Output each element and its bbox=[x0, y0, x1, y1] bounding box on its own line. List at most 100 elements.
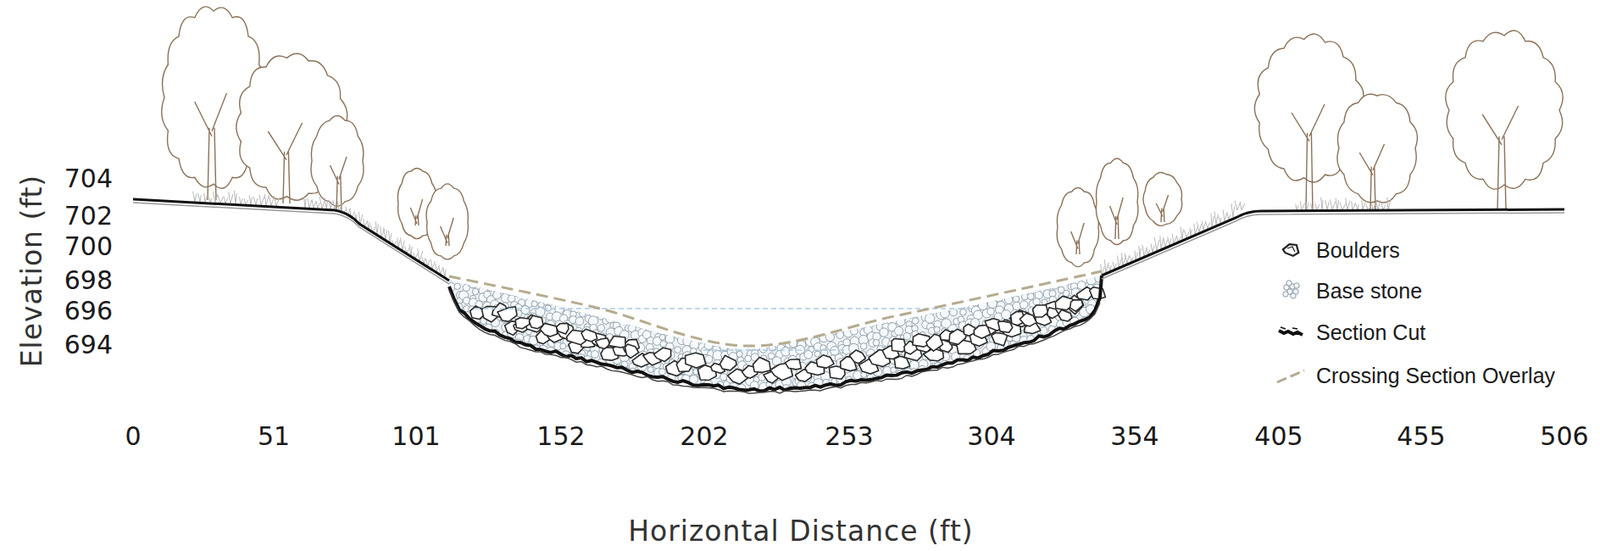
base-stones bbox=[446, 271, 1105, 395]
base-stone bbox=[531, 300, 538, 307]
base-stone bbox=[491, 282, 502, 293]
grass-tuft bbox=[204, 193, 208, 203]
grass-tuft bbox=[1117, 255, 1123, 267]
base-stone bbox=[940, 308, 950, 318]
grass-tuft bbox=[1375, 197, 1380, 211]
grass-tuft bbox=[1163, 237, 1168, 247]
legend-symbol bbox=[1283, 280, 1300, 299]
boulder bbox=[816, 355, 834, 368]
grass-tuft bbox=[1335, 198, 1339, 211]
grass-tuft bbox=[1134, 250, 1139, 261]
ground-line bbox=[1101, 209, 1565, 276]
tick-label: 405 bbox=[1254, 423, 1303, 450]
base-stone bbox=[597, 324, 605, 332]
base-stone bbox=[658, 368, 666, 376]
tick-label: 101 bbox=[391, 423, 440, 450]
base-stone bbox=[665, 333, 675, 344]
tree-crown bbox=[1095, 158, 1138, 245]
boulder bbox=[1058, 310, 1073, 322]
base-stone bbox=[659, 333, 666, 340]
base-stone bbox=[674, 346, 682, 354]
grass-tuft bbox=[388, 230, 392, 244]
grass-tuft bbox=[1189, 227, 1192, 236]
grass-tuft bbox=[1311, 203, 1314, 211]
legend-text: Crossing Section Overlay bbox=[1316, 365, 1556, 387]
grass-tuft bbox=[1138, 245, 1141, 258]
tick-label: 304 bbox=[966, 423, 1016, 450]
tick-label: 694 bbox=[64, 332, 113, 358]
tree bbox=[1445, 30, 1563, 211]
grass-tuft bbox=[1355, 202, 1359, 211]
grass-tuft bbox=[307, 198, 312, 209]
base-stone bbox=[614, 313, 623, 322]
boulder bbox=[752, 356, 771, 373]
tree-trunk bbox=[1155, 194, 1168, 223]
boulder bbox=[998, 321, 1013, 333]
boulder bbox=[528, 315, 544, 328]
base-stone bbox=[1012, 301, 1022, 311]
grass-tuft bbox=[1305, 200, 1309, 211]
section-cut-line bbox=[449, 289, 1100, 394]
base-stone bbox=[666, 327, 673, 334]
tree-trunk bbox=[1482, 105, 1518, 211]
grass-tuft bbox=[1100, 264, 1106, 275]
grass-tuft bbox=[249, 194, 252, 205]
ground-line bbox=[133, 199, 450, 281]
base-stone bbox=[950, 308, 958, 317]
ground-line bbox=[133, 199, 1565, 284]
tick-label: 202 bbox=[679, 423, 728, 450]
boulder bbox=[785, 359, 802, 370]
tree-crown bbox=[1056, 188, 1099, 267]
base-stone bbox=[850, 327, 858, 335]
base-stone bbox=[1049, 289, 1056, 297]
boulder bbox=[1089, 287, 1106, 300]
tree bbox=[311, 116, 364, 212]
base-stone bbox=[705, 355, 713, 363]
tree bbox=[1143, 172, 1183, 227]
base-stone bbox=[960, 308, 967, 316]
tree-trunk bbox=[1291, 104, 1325, 212]
grass-tuft bbox=[268, 195, 274, 206]
grass-tuft bbox=[1222, 210, 1228, 222]
base-stone bbox=[507, 294, 515, 302]
base-stone bbox=[925, 313, 935, 323]
base-stone bbox=[1005, 295, 1013, 304]
base-stone bbox=[804, 350, 813, 360]
grass-tuft bbox=[1104, 259, 1109, 273]
base-stone bbox=[736, 350, 743, 357]
boulder bbox=[555, 323, 569, 334]
grass-tuft bbox=[1239, 201, 1245, 211]
grass-tuft bbox=[430, 259, 435, 270]
tick-label: 354 bbox=[1110, 423, 1159, 450]
tree bbox=[1056, 188, 1099, 267]
tree bbox=[1337, 94, 1417, 212]
grass-tuft bbox=[1227, 213, 1231, 220]
boulder bbox=[581, 328, 598, 342]
legend-symbol bbox=[1277, 370, 1305, 383]
base-stone bbox=[546, 297, 555, 306]
base-stone bbox=[605, 313, 616, 323]
tree-crown bbox=[1445, 30, 1563, 189]
water-line bbox=[703, 349, 848, 351]
base-stone bbox=[843, 338, 850, 346]
tree-crown bbox=[1143, 172, 1183, 227]
legend-symbol bbox=[1283, 244, 1299, 256]
tick-label: 702 bbox=[64, 203, 113, 229]
tick-label: 455 bbox=[1396, 423, 1445, 450]
grass-tuft bbox=[1180, 226, 1184, 239]
grass-tuft bbox=[1218, 216, 1222, 223]
tick-label: 698 bbox=[64, 267, 113, 294]
tree-trunk bbox=[1110, 197, 1124, 239]
grass-tuft bbox=[1387, 197, 1391, 211]
base-stone bbox=[575, 316, 584, 326]
grass-tuft bbox=[197, 193, 201, 202]
axis-title: Horizontal Distance (ft) bbox=[627, 516, 974, 545]
tree-trunk bbox=[440, 217, 455, 246]
boulder bbox=[719, 355, 736, 371]
grass-tuft bbox=[228, 191, 234, 204]
grass-tuft bbox=[397, 237, 400, 248]
grass-tuft bbox=[1315, 202, 1320, 211]
tick-label: 253 bbox=[824, 423, 873, 450]
grass-tuft bbox=[311, 199, 317, 209]
